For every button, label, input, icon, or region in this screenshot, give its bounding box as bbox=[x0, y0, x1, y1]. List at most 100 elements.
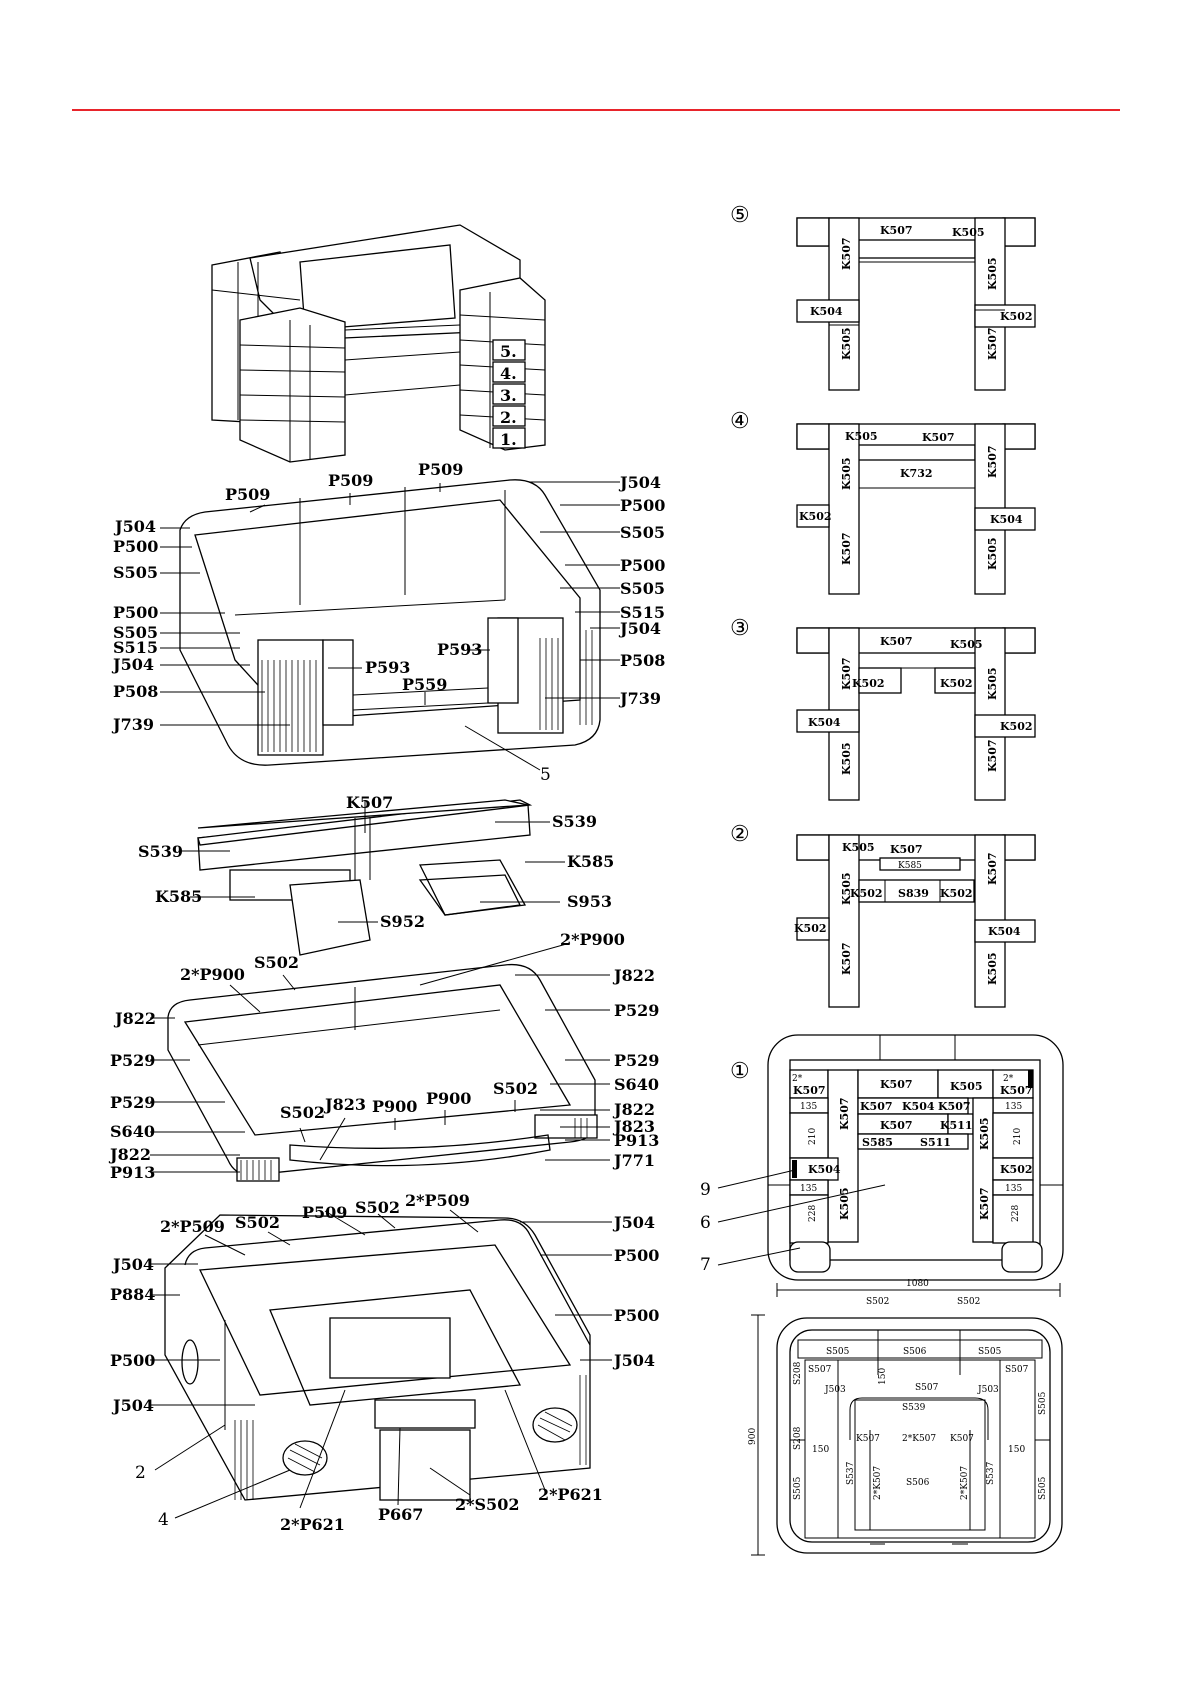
part-label: P593 bbox=[437, 640, 482, 659]
plan-label: 150 bbox=[1008, 1445, 1025, 1455]
plan-label: S505 bbox=[826, 1347, 850, 1357]
brick-label: K507 bbox=[986, 852, 999, 885]
part-label: J739 bbox=[618, 689, 661, 708]
brick-label: K507 bbox=[880, 1078, 913, 1091]
part-label: J504 bbox=[113, 517, 156, 536]
brick-label: 210 bbox=[1013, 1128, 1023, 1145]
plan-label: S208 bbox=[793, 1426, 803, 1450]
brick-label: K507 bbox=[880, 1119, 913, 1132]
plan-label: S507 bbox=[808, 1365, 832, 1375]
plan-label: S502 bbox=[866, 1297, 889, 1307]
part-label: P529 bbox=[110, 1093, 155, 1112]
part-label: P529 bbox=[110, 1051, 155, 1070]
part-label: 2*P621 bbox=[280, 1515, 345, 1534]
plan-course-5: ⑤ K507 K505 K507 K505 K504 K502 K505 K50… bbox=[730, 203, 1036, 391]
part-label: P900 bbox=[426, 1089, 471, 1108]
brick-label: K505 bbox=[838, 1187, 851, 1220]
stacked-model: 5. 4. 3. 2. 1. bbox=[211, 224, 546, 463]
part-label: J822 bbox=[612, 966, 655, 985]
brick-label: K502 bbox=[940, 677, 973, 690]
bottom-plan: 1080 900 S502 S502 S505 S506 S505 S208 S… bbox=[748, 1279, 1063, 1556]
part-label: 2*S502 bbox=[455, 1495, 519, 1514]
brick-label: K502 bbox=[1000, 310, 1033, 323]
course-label: 5. bbox=[500, 342, 517, 361]
iso-slab: K507 S539 S539 K585 K585 S953 S952 bbox=[138, 793, 614, 956]
part-label: J504 bbox=[111, 1255, 154, 1274]
part-label: 2*P509 bbox=[160, 1217, 225, 1236]
brick-label: K505 bbox=[986, 952, 999, 985]
part-label: S952 bbox=[380, 912, 425, 931]
part-label: P667 bbox=[378, 1505, 423, 1524]
plan-label: S507 bbox=[915, 1383, 939, 1393]
part-label: P509 bbox=[418, 460, 463, 479]
part-label: P509 bbox=[225, 485, 270, 504]
brick-label: K507 bbox=[880, 224, 913, 237]
brick-label: K504 bbox=[902, 1100, 935, 1113]
part-label: J823 bbox=[323, 1095, 366, 1114]
part-label: P529 bbox=[614, 1001, 659, 1020]
brick-label: K507 bbox=[986, 445, 999, 478]
part-label: K507 bbox=[346, 793, 393, 812]
brick-label: K507 bbox=[978, 1187, 991, 1220]
brick-label: 135 bbox=[800, 1102, 817, 1112]
brick-label: K502 bbox=[852, 677, 885, 690]
brick-label: K504 bbox=[810, 305, 843, 318]
plan-label: 2*K507 bbox=[960, 1466, 970, 1500]
plan-label: S539 bbox=[902, 1403, 926, 1413]
plan-label: S505 bbox=[1038, 1391, 1048, 1415]
brick-label: K507 bbox=[880, 635, 913, 648]
part-label: P500 bbox=[620, 556, 665, 575]
plan-label: S506 bbox=[906, 1478, 930, 1488]
course-label: 3. bbox=[500, 386, 517, 405]
part-label: S502 bbox=[355, 1198, 400, 1217]
part-label: S539 bbox=[552, 812, 597, 831]
part-label: S502 bbox=[254, 953, 299, 972]
plan-label: 150 bbox=[812, 1445, 829, 1455]
plan-course-1: ① 2* K507 K507 K bbox=[700, 1034, 1064, 1281]
part-label: 2*P900 bbox=[560, 930, 625, 949]
part-label: P593 bbox=[365, 658, 410, 677]
brick-label: K507 bbox=[1000, 1084, 1033, 1097]
part-label: J504 bbox=[111, 655, 154, 674]
brick-label: K507 bbox=[860, 1100, 893, 1113]
plan-label: S507 bbox=[1005, 1365, 1029, 1375]
brick-label: K507 bbox=[986, 327, 999, 360]
part-label: P500 bbox=[620, 496, 665, 515]
part-label: P884 bbox=[110, 1285, 155, 1304]
part-label: P500 bbox=[113, 537, 158, 556]
brick-label: K507 bbox=[838, 1097, 851, 1130]
brick-label: 2* bbox=[1003, 1074, 1014, 1084]
part-label: P529 bbox=[614, 1051, 659, 1070]
brick-label: K502 bbox=[850, 887, 883, 900]
brick-label: K507 bbox=[840, 532, 853, 565]
plan-label: S502 bbox=[957, 1297, 980, 1307]
brick-label: S585 bbox=[862, 1136, 893, 1149]
part-label: K585 bbox=[155, 887, 202, 906]
course-label: 4. bbox=[500, 364, 517, 383]
part-label: J822 bbox=[113, 1009, 156, 1028]
brick-label: K507 bbox=[840, 237, 853, 270]
brick-label: K504 bbox=[808, 716, 841, 729]
part-label: J822 bbox=[108, 1145, 151, 1164]
part-label: 2*P900 bbox=[180, 965, 245, 984]
part-label: S502 bbox=[493, 1079, 538, 1098]
brick-label: K507 bbox=[793, 1084, 826, 1097]
brick-label: K505 bbox=[840, 327, 853, 360]
step-marker: ④ bbox=[730, 409, 750, 434]
brick-label: S839 bbox=[898, 887, 929, 900]
brick-label: K511 bbox=[940, 1119, 973, 1132]
part-label: S539 bbox=[138, 842, 183, 861]
brick-label: K505 bbox=[842, 841, 875, 854]
part-label: P500 bbox=[110, 1351, 155, 1370]
callout-number: 2 bbox=[135, 1463, 146, 1483]
brick-label: 228 bbox=[808, 1205, 818, 1222]
part-label: P509 bbox=[328, 471, 373, 490]
part-label: P500 bbox=[113, 603, 158, 622]
brick-label: K505 bbox=[840, 742, 853, 775]
brick-label: K504 bbox=[808, 1163, 841, 1176]
step-marker: ③ bbox=[730, 616, 750, 641]
iso-course-base: 2*P509 S502 P509 S502 2*P509 J504 J504 P… bbox=[110, 1191, 659, 1534]
part-label: P900 bbox=[372, 1097, 417, 1116]
part-label: P508 bbox=[113, 682, 158, 701]
